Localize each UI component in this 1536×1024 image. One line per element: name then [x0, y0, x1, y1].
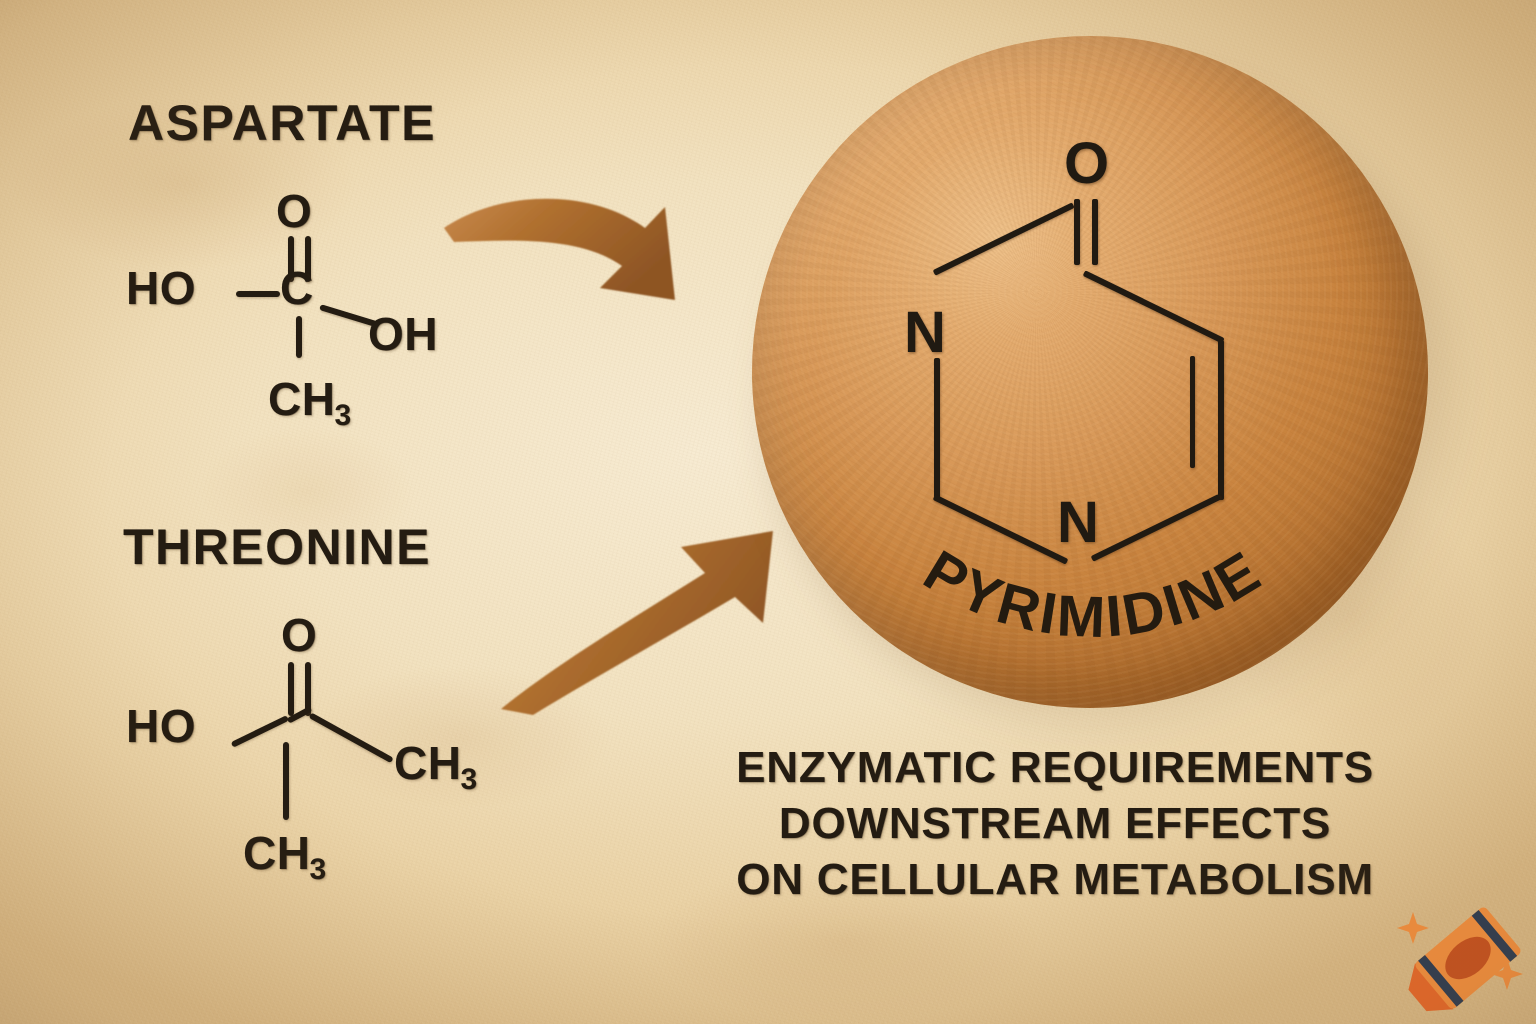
- sphere-rim-shading: [752, 36, 1428, 708]
- aspartate-bond-c-ch3: [296, 316, 302, 358]
- threonine-group-methyl-right: CH3: [394, 740, 478, 795]
- aspartate-methyl-subscript: 3: [334, 398, 352, 432]
- aspartate-atom-oxygen: O: [276, 185, 313, 237]
- arrow-aspartate-to-pyrimidine: [444, 198, 675, 300]
- sphere-pencil-texture: [752, 36, 1428, 708]
- caption-line-2: DOWNSTREAM EFFECTS: [778, 798, 1332, 848]
- aspartate-group-hydroxyl-left: HO: [126, 262, 196, 314]
- aspartate-bond-ho-c: [236, 291, 280, 297]
- ring-atom-oxygen: O: [1064, 131, 1110, 196]
- aspartate-group-hydroxyl-right: OH: [368, 308, 438, 360]
- threonine-double-bond-left: [288, 662, 294, 716]
- threonine-atom-oxygen: O: [281, 609, 318, 661]
- crayon-icon: [1397, 907, 1523, 1012]
- aspartate-atom-carbon: C: [280, 262, 314, 314]
- threonine-double-bond-right: [305, 662, 311, 716]
- aspartate-group-methyl: CH3: [268, 376, 352, 431]
- molecule-label-threonine: THREONINE: [123, 519, 431, 575]
- threonine-methyl-bottom-label: CH: [243, 827, 311, 879]
- arrow-threonine-to-pyrimidine: [501, 531, 773, 715]
- threonine-group-hydroxyl: HO: [126, 700, 196, 752]
- threonine-methyl-bottom-subscript: 3: [309, 852, 327, 886]
- molecule-label-aspartate: ASPARTATE: [128, 95, 436, 151]
- aspartate-double-bond-right: [305, 236, 311, 282]
- caption-block: ENZYMATIC REQUIREMENTS DOWNSTREAM EFFECT…: [660, 740, 1450, 908]
- threonine-methyl-right-subscript: 3: [460, 762, 478, 796]
- threonine-group-methyl-bottom: CH3: [243, 830, 327, 885]
- caption-line-1: ENZYMATIC REQUIREMENTS: [736, 743, 1374, 792]
- threonine-bond-ca-ch3-bottom: [283, 742, 289, 820]
- ring-carbonyl-double-bond-right: [1092, 199, 1098, 265]
- pyrimidine-sphere: O N N: [752, 36, 1428, 708]
- threonine-methyl-right-label: CH: [394, 737, 462, 789]
- ring-atom-nitrogen-bottom: N: [1057, 490, 1099, 555]
- aspartate-double-bond-left: [288, 236, 294, 282]
- caption-line-3: ON CELLULAR METABOLISM: [736, 854, 1374, 904]
- ring-bond-right: [1218, 340, 1224, 500]
- ring-inner-double-bond-tick: [1190, 356, 1195, 468]
- aspartate-methyl-label: CH: [268, 373, 336, 425]
- ring-carbonyl-double-bond-left: [1074, 199, 1080, 265]
- sparkle-icon-1: [1397, 912, 1429, 944]
- ring-atom-nitrogen-left: N: [904, 300, 946, 365]
- ring-bond-left: [934, 358, 940, 498]
- sparkle-icon-2: [1491, 958, 1523, 990]
